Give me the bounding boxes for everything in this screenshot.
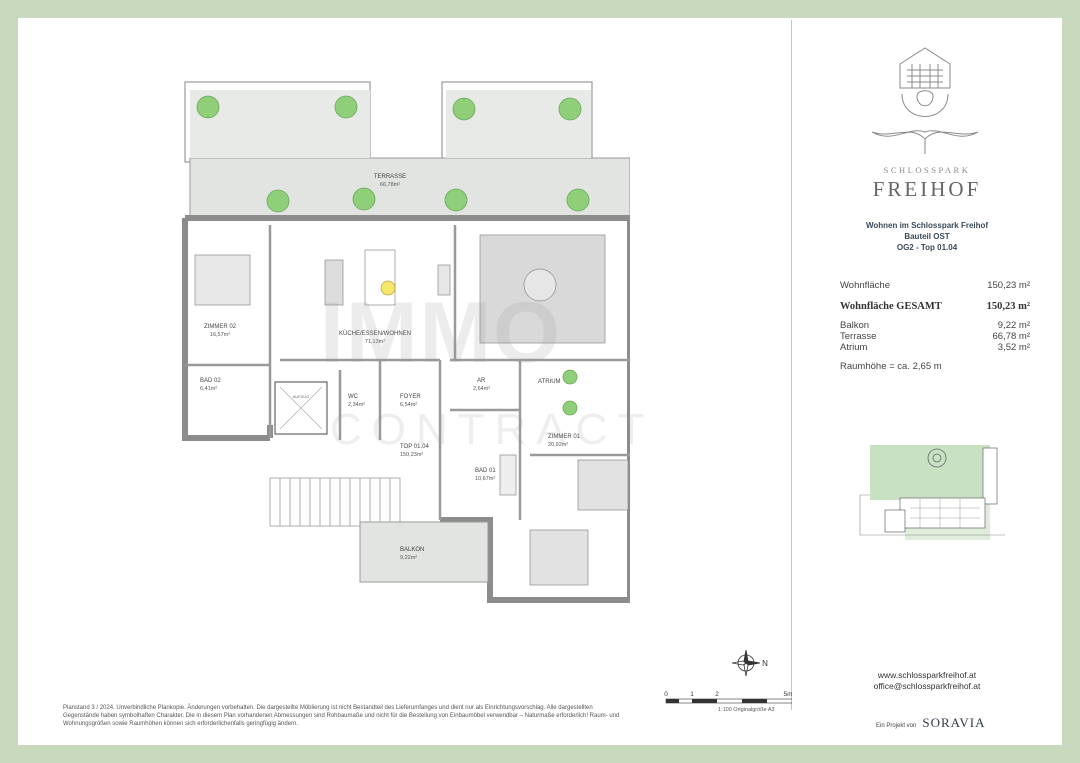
area-label: Atrium — [840, 342, 868, 353]
brand-subtitle: SCHLOSSPARK — [883, 165, 971, 175]
room-ar-area: 2,64m² — [473, 386, 490, 392]
light-fixture — [380, 280, 396, 296]
room-terrasse-name: TERRASSE — [374, 174, 406, 180]
area-row-wohnflaeche: Wohnfläche 150,23 m² — [840, 280, 1030, 291]
room-bad02-area: 6,41m² — [200, 386, 217, 392]
elevator-cross — [279, 386, 323, 430]
room-wc-area: 2,34m² — [348, 402, 365, 408]
balcony-area — [359, 521, 489, 583]
north-label: N — [762, 659, 768, 668]
area-value: 150,23 m² — [986, 301, 1030, 312]
area-value: 66,78 m² — [992, 331, 1031, 342]
contact-info: www.schlossparkfreihof.at office@schloss… — [792, 670, 1062, 692]
room-kueche-area: 71,13m² — [365, 339, 385, 345]
scale-tick-5: 5m — [783, 691, 792, 698]
room-balkon-area: 9,22m² — [400, 555, 417, 561]
room-foyer-area: 6,54m² — [400, 402, 417, 408]
room-atrium-name: ATRIUM — [538, 379, 561, 385]
project-line-3: OG2 - Top 01.04 — [896, 243, 958, 252]
project-line-2: Bauteil OST — [904, 232, 950, 241]
project-info: Wohnen im Schlosspark Freihof Bauteil OS… — [792, 220, 1062, 253]
interior-walls — [185, 225, 630, 520]
room-zimmer02-name: ZIMMER 02 — [204, 324, 237, 330]
project-line-1: Wohnen im Schlosspark Freihof — [865, 221, 989, 230]
furniture — [194, 234, 629, 586]
room-ar-name: AR — [477, 378, 486, 384]
room-aufzug-name: AUFZUG — [293, 394, 309, 399]
area-row-gesamt: Wohnfläche GESAMT 150,23 m² — [840, 301, 1030, 312]
site-plan-map — [859, 445, 1005, 540]
room-bad02-name: BAD 02 — [200, 378, 221, 384]
room-terrasse-area: 66,78m² — [380, 182, 400, 188]
room-kueche-name: KÜCHE/ESSEN/WOHNEN — [339, 330, 411, 337]
area-row-terrasse: Terrasse 66,78 m² — [840, 331, 1030, 342]
room-top-name: TOP 01.04 — [400, 444, 429, 450]
room-height: Raumhöhe = ca. 2,65 m — [840, 361, 942, 372]
room-balkon-name: BALKON — [400, 547, 424, 553]
brand-title: FREIHOF — [872, 177, 982, 201]
room-zimmer01-name: ZIMMER 01 — [548, 434, 581, 440]
panel-divider — [791, 20, 792, 710]
area-label: Balkon — [840, 320, 870, 331]
area-value: 9,22 m² — [997, 320, 1030, 331]
watermark-sub: CONTRACT — [330, 405, 655, 454]
disclaimer-text: Planstand 3 / 2024. Unverbindliche Plank… — [63, 705, 620, 727]
scale-note: 1:100 Originalgröße A3 — [718, 707, 775, 713]
area-label: Wohnfläche GESAMT — [840, 301, 942, 312]
room-bad01-name: BAD 01 — [475, 468, 496, 474]
area-label: Wohnfläche — [840, 280, 890, 291]
soravia-logo: SORAVIA — [922, 715, 986, 730]
freihof-logo-icon — [871, 47, 979, 154]
room-foyer-name: FOYER — [400, 394, 421, 400]
email-link[interactable]: office@schlossparkfreihof.at — [873, 681, 981, 691]
room-wc-name: WC — [348, 394, 359, 400]
website-link[interactable]: www.schlossparkfreihof.at — [877, 670, 977, 680]
scale-bar: 0 1 2 5m — [664, 691, 792, 704]
area-value: 3,52 m² — [997, 342, 1030, 353]
watermark-main: IMMO — [320, 285, 563, 381]
area-table: Wohnfläche 150,23 m² Wohnfläche GESAMT 1… — [840, 280, 1030, 372]
area-label: Terrasse — [840, 331, 877, 342]
area-value: 150,23 m² — [987, 280, 1030, 291]
room-top-area: 150,23m² — [400, 452, 423, 458]
room-bad01-area: 10,67m² — [475, 476, 495, 482]
staircase — [269, 477, 401, 527]
area-row-balkon: Balkon 9,22 m² — [840, 320, 1030, 331]
area-row-atrium: Atrium 3,52 m² — [840, 342, 1030, 353]
room-zimmer01-area: 20,92m² — [548, 442, 568, 448]
developer-credit: Ein Projekt von SORAVIA — [876, 715, 985, 731]
credit-prefix: Ein Projekt von — [876, 723, 917, 729]
scale-tick-0: 0 — [664, 691, 668, 698]
terrace-area — [184, 81, 630, 217]
scale-tick-1: 1 — [690, 691, 694, 698]
floor-plan: TERRASSE 66,78m² ZIMMER 02 16,57m² KÜCHE… — [150, 60, 630, 620]
room-zimmer02-area: 16,57m² — [210, 332, 230, 338]
compass-rose-icon: N — [731, 649, 768, 677]
scale-tick-2: 2 — [715, 691, 719, 698]
floor-plan-drawing: TERRASSE 66,78m² ZIMMER 02 16,57m² KÜCHE… — [182, 81, 630, 603]
